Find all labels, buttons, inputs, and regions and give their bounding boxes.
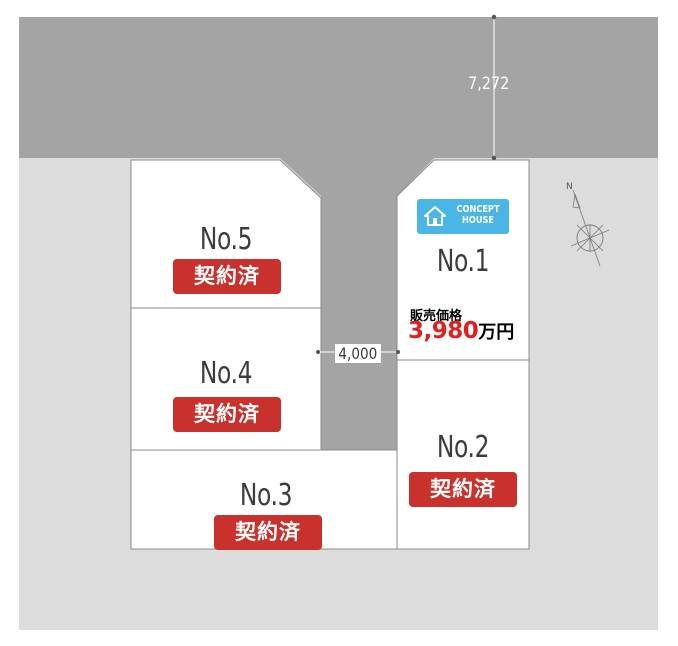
lot-2-number: No.2 bbox=[436, 430, 490, 465]
driveway-dimension-end-right bbox=[396, 350, 400, 354]
price-row: 3,980万円 bbox=[408, 318, 514, 344]
lot-3-sold-badge: 契約済 bbox=[214, 515, 322, 550]
road-area bbox=[19, 17, 658, 158]
compass-icon: N bbox=[566, 182, 610, 267]
lot-4-sold-badge: 契約済 bbox=[173, 397, 281, 432]
road-dimension-label: 7,272 bbox=[468, 74, 510, 94]
price-unit: 万円 bbox=[478, 322, 515, 343]
concept-house-badge: CONCEPT HOUSE bbox=[417, 199, 509, 234]
lot-5-sold-badge: 契約済 bbox=[173, 259, 281, 294]
concept-badge-line2: HOUSE bbox=[461, 215, 495, 226]
road-dimension-end-bottom bbox=[491, 155, 497, 161]
lot-1-number: No.1 bbox=[436, 244, 490, 279]
lot-3-number: No.3 bbox=[239, 478, 293, 513]
driveway-dimension-label: 4,000 bbox=[335, 344, 381, 363]
price-value: 3,980 bbox=[408, 318, 479, 344]
road-dimension-end-top bbox=[491, 14, 497, 20]
driveway bbox=[280, 158, 434, 450]
lot-2-sold-badge: 契約済 bbox=[409, 472, 517, 507]
price-label: 販売価格 bbox=[410, 309, 463, 324]
lot-5-number: No.5 bbox=[199, 222, 253, 257]
driveway-dimension-end-left bbox=[316, 350, 320, 354]
concept-badge-line1: CONCEPT bbox=[456, 204, 500, 215]
compass-north-label: N bbox=[566, 182, 573, 192]
lot-4-number: No.4 bbox=[199, 356, 253, 391]
house-icon bbox=[424, 206, 446, 226]
